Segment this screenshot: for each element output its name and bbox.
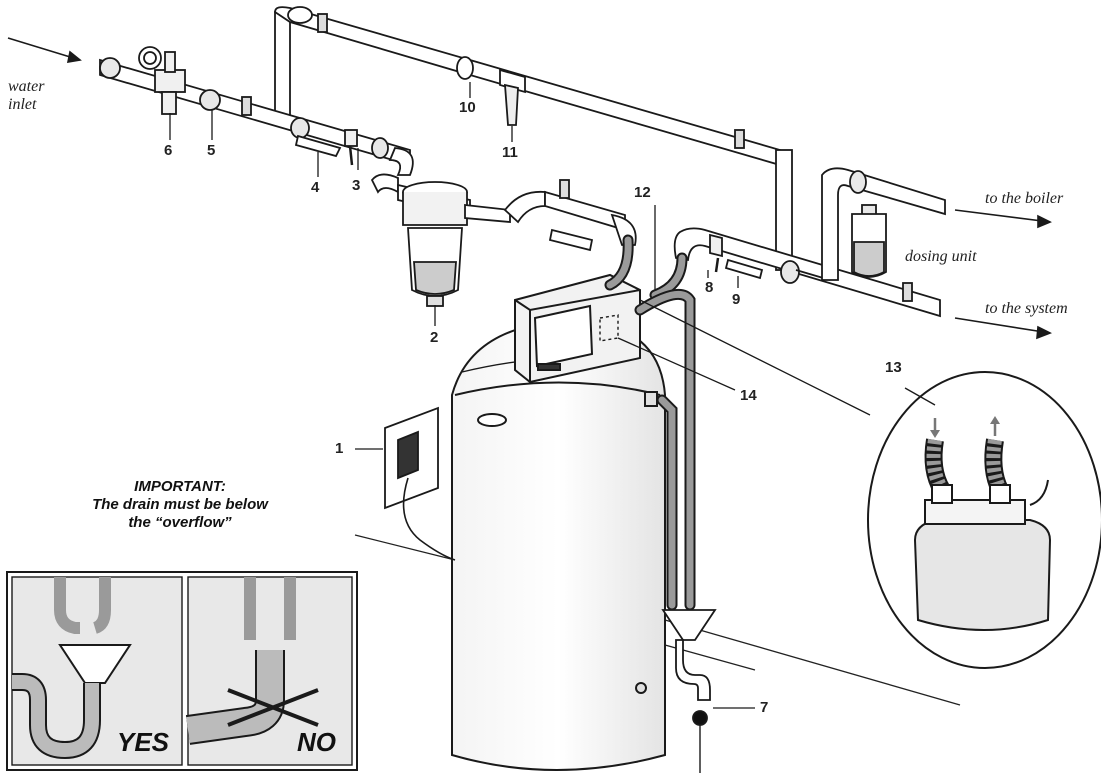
drain-note-line1: The drain must be below — [92, 496, 268, 513]
power-supply — [384, 406, 456, 561]
mid-pipe — [464, 179, 637, 252]
drain-comparison — [6, 571, 358, 771]
inlet-pipe — [99, 46, 414, 194]
drain-note: IMPORTANT: The drain must be below the “… — [50, 478, 310, 532]
dosing-unit-label: dosing unit — [905, 248, 977, 265]
detail-circle — [867, 371, 1101, 669]
yes-label: YES — [117, 727, 170, 757]
callout-10: 10 — [459, 99, 476, 116]
to-boiler-label: to the boiler — [985, 190, 1064, 207]
callout-12: 12 — [634, 184, 651, 201]
flow-arrows — [7, 37, 1052, 340]
to-system-label: to the system — [985, 300, 1068, 317]
softener-tank — [451, 321, 666, 771]
filter-unit — [397, 181, 471, 307]
callout-13: 13 — [885, 359, 902, 376]
callout-11: 11 — [502, 144, 518, 161]
callout-14: 14 — [740, 387, 757, 404]
leader-lines — [169, 82, 936, 709]
callout-4: 4 — [311, 179, 320, 196]
callout-7: 7 — [760, 699, 769, 716]
hoses — [604, 234, 696, 611]
callout-8: 8 — [705, 279, 714, 296]
water-inlet-line2: inlet — [8, 96, 37, 114]
outlet-pipe — [673, 227, 941, 318]
drain-note-heading: IMPORTANT: — [134, 478, 226, 495]
water-inlet-line1: water — [8, 78, 45, 95]
drain-note-line2: the “overflow” — [128, 514, 232, 531]
callout-3: 3 — [352, 177, 361, 194]
callout-1: 1 — [335, 440, 344, 457]
callout-9: 9 — [732, 291, 741, 308]
callout-6: 6 — [164, 142, 173, 159]
boiler-pipe — [821, 167, 946, 281]
no-label: NO — [297, 727, 336, 757]
drain-funnel — [661, 609, 717, 773]
water-inlet-label: water inlet — [8, 78, 44, 115]
control-head — [514, 273, 641, 384]
callout-2: 2 — [430, 329, 439, 346]
callout-5: 5 — [207, 142, 216, 159]
